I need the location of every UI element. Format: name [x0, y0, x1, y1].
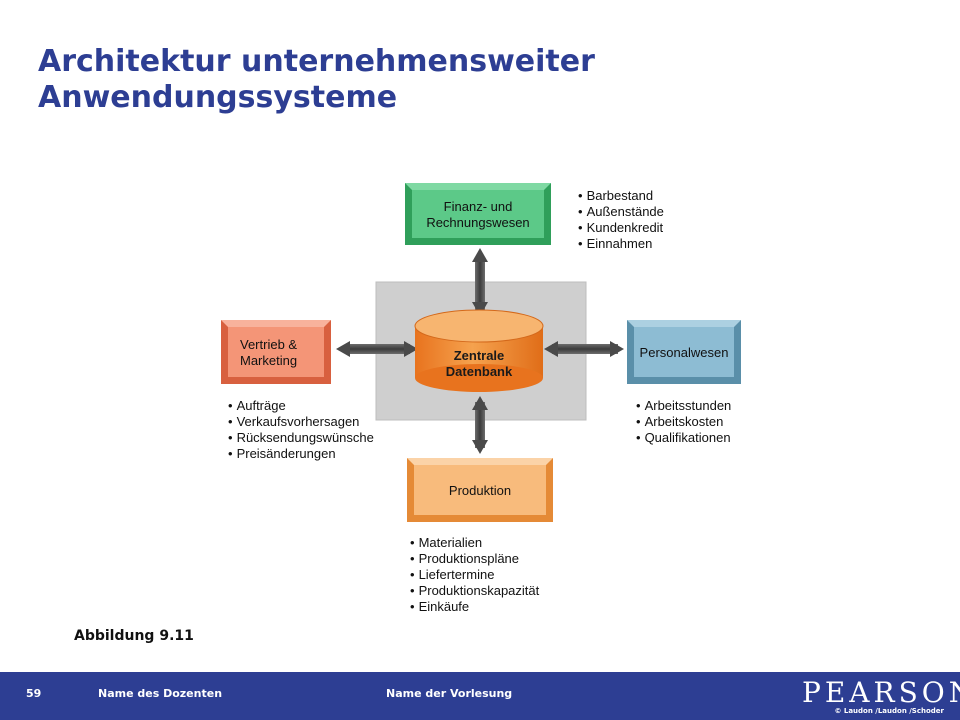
production-label: Produktion	[449, 483, 511, 498]
production-item: Produktionspläne	[410, 551, 539, 567]
hr-item: Arbeitskosten	[636, 414, 731, 430]
copyright-notice: © Laudon /Laudon /Schoder	[834, 707, 944, 715]
lecturer-name: Name des Dozenten	[98, 687, 223, 700]
sales-item: Rücksendungswünsche	[228, 430, 374, 446]
footer-bar: 59 Name des Dozenten Name der Vorlesung …	[0, 672, 960, 720]
arrow-finance	[472, 248, 488, 316]
hr-item: Qualifikationen	[636, 430, 731, 446]
arrow-sales	[336, 341, 418, 357]
finance-label-1: Finanz- und	[444, 199, 513, 214]
finance-items-list: Barbestand Außenstände Kundenkredit Einn…	[578, 188, 664, 252]
hr-label: Personalwesen	[640, 345, 729, 360]
sales-items-list: Aufträge Verkaufsvorhersagen Rücksendung…	[228, 398, 374, 462]
production-box: Produktion	[407, 458, 553, 522]
page-number: 59	[26, 687, 42, 700]
lecture-name: Name der Vorlesung	[386, 687, 513, 700]
slide-title: Architektur unternehmensweiter Anwendung…	[38, 44, 918, 116]
slide-title-line-1: Architektur unternehmensweiter	[38, 44, 595, 79]
sales-item: Aufträge	[228, 398, 374, 414]
production-item: Materialien	[410, 535, 539, 551]
arrow-production	[472, 396, 488, 454]
central-database-cylinder: Zentrale Datenbank	[414, 309, 544, 392]
hr-item: Arbeitsstunden	[636, 398, 732, 414]
production-item: Einkäufe	[410, 599, 539, 615]
finance-item: Außenstände	[578, 204, 664, 220]
sales-label-2: Marketing	[240, 353, 297, 368]
slide-title-line-2: Anwendungssysteme	[38, 80, 398, 115]
hr-items-list: Arbeitsstunden Arbeitskosten Qualifikati…	[636, 398, 732, 446]
figure-caption: Abbildung 9.11	[74, 628, 194, 644]
finance-item: Kundenkredit	[578, 220, 664, 236]
pearson-logo: PEARSON	[802, 676, 960, 709]
production-item: Produktionskapazität	[410, 583, 540, 599]
sales-label-1: Vertrieb &	[240, 337, 297, 352]
sales-marketing-box: Vertrieb & Marketing	[221, 320, 331, 384]
production-items-list: Materialien Produktionspläne Liefertermi…	[410, 535, 540, 615]
sales-item: Preisänderungen	[228, 446, 374, 462]
finance-box: Finanz- und Rechnungswesen	[405, 183, 551, 245]
central-database-label-1: Zentrale	[454, 348, 505, 363]
enterprise-architecture-diagram: Zentrale Datenbank Finanz- und Rechnungs…	[221, 183, 741, 522]
finance-item: Einnahmen	[578, 236, 664, 252]
finance-item: Barbestand	[578, 188, 664, 204]
central-database-label-2: Datenbank	[446, 364, 513, 379]
finance-label-2: Rechnungswesen	[426, 215, 529, 230]
production-item: Liefertermine	[410, 567, 539, 583]
hr-box: Personalwesen	[627, 320, 741, 384]
arrow-hr	[544, 341, 624, 357]
sales-item: Verkaufsvorhersagen	[228, 414, 374, 430]
